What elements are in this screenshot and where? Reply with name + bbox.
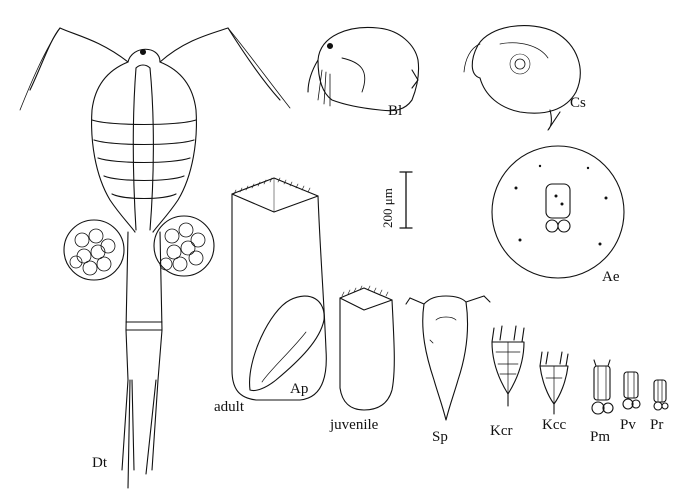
ap-juvenile-drawing — [339, 285, 395, 411]
label-ae: Ae — [602, 269, 620, 285]
label-kcr: Kcr — [490, 423, 513, 439]
pr-drawing — [653, 379, 669, 411]
kcr-drawing — [491, 325, 525, 407]
label-ap: Ap — [290, 381, 309, 397]
pv-drawing — [622, 371, 641, 410]
label-bl: Bl — [388, 103, 403, 119]
label-juvenile: juvenile — [330, 417, 379, 433]
label-pv: Pv — [620, 417, 636, 433]
label-dt: Dt — [92, 455, 107, 471]
ap-adult-drawing — [231, 177, 327, 401]
label-pm: Pm — [590, 429, 611, 445]
label-pr: Pr — [650, 417, 664, 433]
chydorus-drawing — [463, 25, 581, 131]
bosmina-drawing — [307, 26, 420, 112]
asplanchna-drawing — [491, 145, 625, 279]
daphnia-drawing — [19, 27, 291, 489]
label-sp: Sp — [432, 429, 448, 445]
kcc-drawing — [539, 351, 569, 415]
label-kcc: Kcc — [542, 417, 567, 433]
scale-bar-label: 200 μm — [380, 188, 395, 228]
pm-drawing — [591, 359, 614, 415]
label-adult: adult — [214, 399, 244, 415]
label-cs: Cs — [570, 95, 586, 111]
sp-drawing — [405, 295, 491, 421]
scale-bar — [399, 171, 413, 229]
